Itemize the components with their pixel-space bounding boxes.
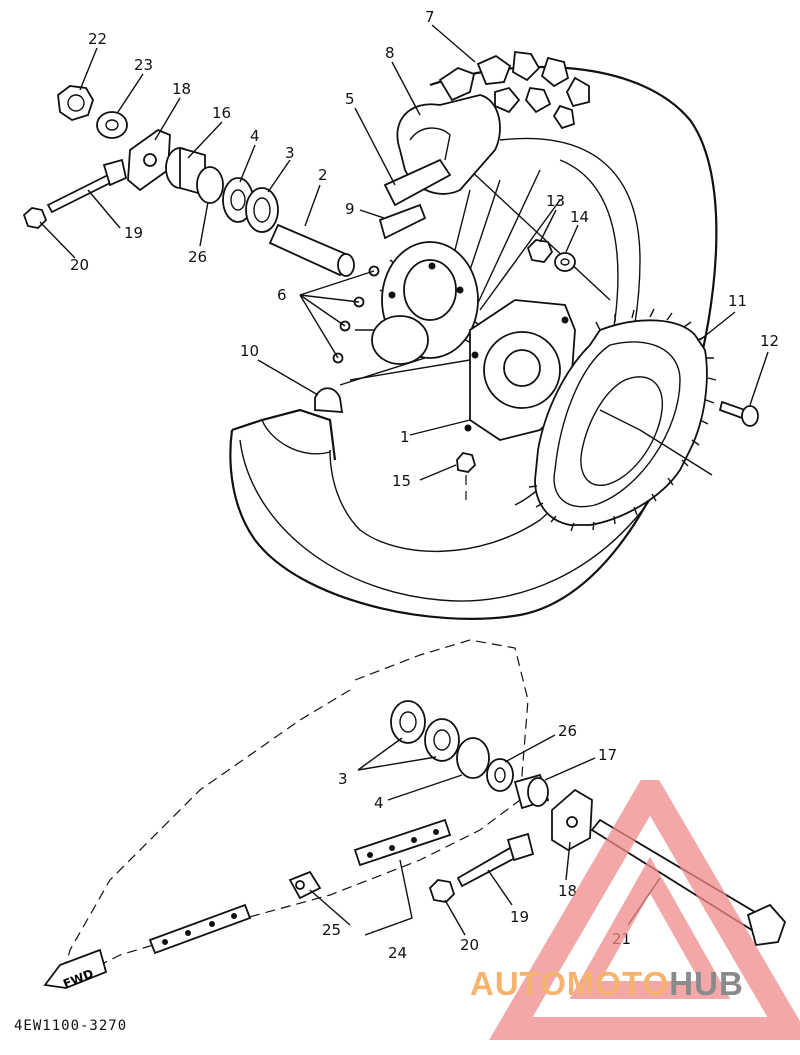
- watermark-text: AUTOMOTOHUB: [470, 965, 744, 1003]
- callout-16: 16: [212, 104, 231, 122]
- washer-23: [96, 111, 128, 139]
- tire: [229, 50, 718, 620]
- chain-puller-18a: [127, 128, 171, 192]
- spacer-2: [268, 223, 355, 277]
- callout-24: 24: [388, 944, 407, 962]
- catalog-code: 4EW1100-3270: [14, 1018, 128, 1034]
- nut-20b: [428, 879, 456, 903]
- bearing-3b-2: [424, 718, 460, 762]
- callout-11: 11: [728, 292, 747, 310]
- callout-2: 2: [318, 166, 328, 184]
- bearing-3a: [245, 187, 279, 233]
- oil-seal-4b: [456, 737, 490, 779]
- bearing-26a: [196, 166, 224, 204]
- rear-sprocket: [528, 308, 717, 532]
- watermark-text-part1: AUTOMOTO: [470, 965, 670, 1002]
- callout-22: 22: [88, 30, 107, 48]
- callout-4-lower: 4: [374, 794, 384, 812]
- spoke-nipples: [332, 265, 380, 364]
- watermark-text-part2: HUB: [669, 965, 744, 1002]
- callout-15: 15: [392, 472, 411, 490]
- leader-lines-lower: [309, 734, 661, 936]
- callout-20-lower: 20: [460, 936, 479, 954]
- nut-15: [456, 452, 477, 500]
- sprocket-carrier: [464, 299, 576, 441]
- callout-6: 6: [277, 286, 287, 304]
- chain-section-24a: [353, 818, 452, 867]
- callout-18-upper: 18: [172, 80, 191, 98]
- callout-4-upper: 4: [250, 127, 260, 145]
- leader-lines-upper: [39, 24, 769, 481]
- bolt-19a: [46, 158, 128, 214]
- chain-section-24b: [148, 903, 252, 955]
- callout-26-lower: 26: [558, 722, 577, 740]
- callout-12: 12: [760, 332, 779, 350]
- callout-3-upper: 3: [285, 144, 295, 162]
- callout-20-upper: 20: [70, 256, 89, 274]
- fwd-arrow: [43, 948, 108, 989]
- callout-10: 10: [240, 342, 259, 360]
- callout-8: 8: [385, 44, 395, 62]
- callout-19-lower: 19: [510, 908, 529, 926]
- callout-1: 1: [400, 428, 410, 446]
- callout-3-lower: 3: [338, 770, 348, 788]
- valve-cap: [314, 387, 344, 413]
- collar-26b: [486, 758, 514, 792]
- nut-13: [526, 239, 554, 263]
- callout-23: 23: [134, 56, 153, 74]
- chain-path: [61, 639, 529, 981]
- callout-25: 25: [322, 921, 341, 939]
- bolt-19b: [456, 832, 535, 888]
- callout-26-upper: 26: [188, 248, 207, 266]
- washer-14: [554, 252, 576, 272]
- callout-18-lower: 18: [558, 882, 577, 900]
- callout-13: 13: [546, 192, 565, 210]
- callout-labels: 22 23 18 16 4 3 2 7 8 5 9 19 20 26 6 13 …: [61, 8, 779, 991]
- callout-19-upper: 19: [124, 224, 143, 242]
- collar-17: [513, 773, 550, 810]
- callout-14: 14: [570, 208, 589, 226]
- watermark-logo-icon: [489, 780, 800, 1040]
- callout-17: 17: [598, 746, 617, 764]
- chain-puller-18b: [551, 788, 593, 852]
- bolt-12: [718, 400, 759, 427]
- axle-nut-22: [57, 85, 94, 121]
- bearing-3b-1: [390, 700, 426, 744]
- hub: [371, 241, 479, 365]
- callout-5: 5: [345, 90, 355, 108]
- callout-7: 7: [425, 8, 435, 26]
- rim-lock: [378, 158, 452, 240]
- callout-9: 9: [345, 200, 355, 218]
